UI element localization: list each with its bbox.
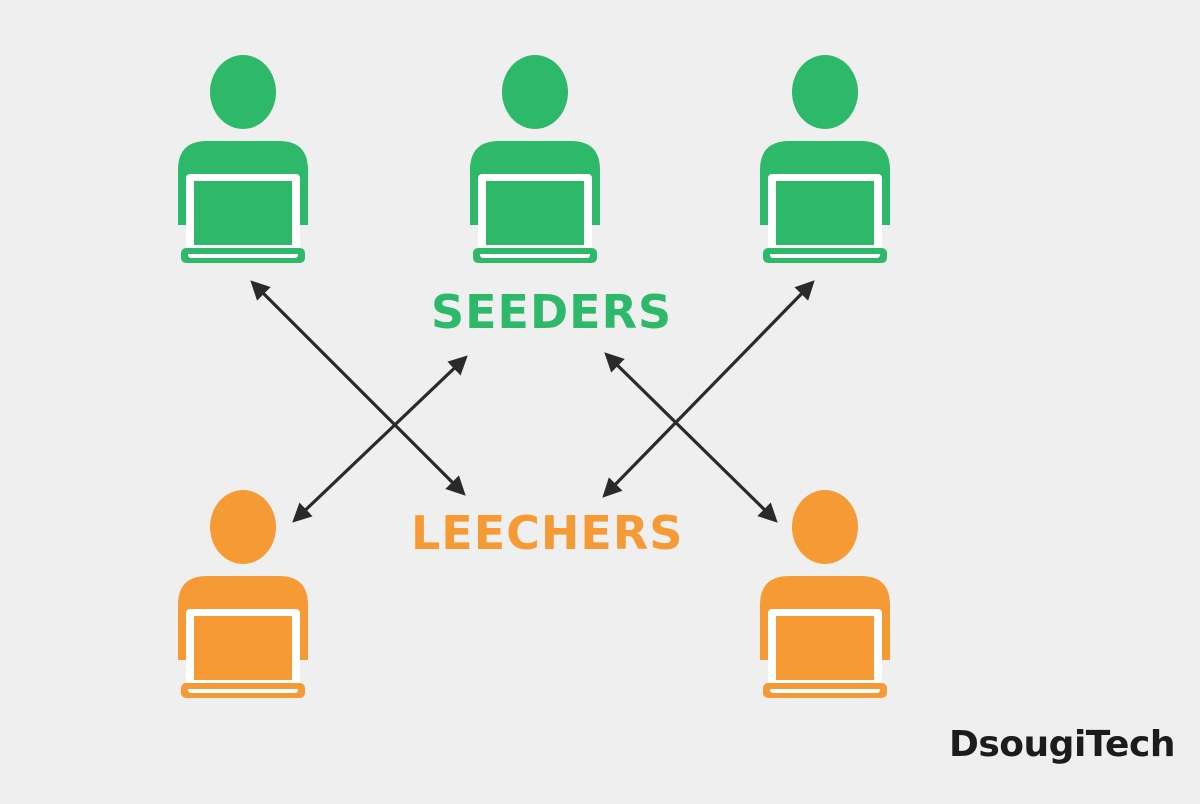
people-layer [178, 55, 890, 698]
laptop-hinge [770, 251, 880, 254]
person-head [210, 55, 276, 129]
laptop-hinge [188, 251, 298, 254]
brand-logo-text: DsougiTech [949, 724, 1175, 765]
connection-arrow [292, 355, 468, 523]
seeders-label: SEEDERS [431, 285, 673, 339]
person-head [792, 55, 858, 129]
seeder-person-icon [178, 55, 308, 263]
person-head [210, 490, 276, 564]
person-head [502, 55, 568, 129]
laptop-screen [776, 181, 874, 245]
seeder-person-icon [470, 55, 600, 263]
laptop-screen [776, 616, 874, 680]
leecher-person-icon [760, 490, 890, 698]
arrows-layer [250, 280, 815, 523]
laptop-screen [486, 181, 584, 245]
laptop-hinge [188, 686, 298, 689]
laptop-hinge [480, 251, 590, 254]
laptop-screen [194, 616, 292, 680]
laptop-screen [194, 181, 292, 245]
leecher-person-icon [178, 490, 308, 698]
leechers-label: LEECHERS [411, 506, 684, 560]
connection-arrow [604, 352, 778, 523]
person-head [792, 490, 858, 564]
seeder-person-icon [760, 55, 890, 263]
connection-arrow [602, 280, 815, 498]
laptop-hinge [770, 686, 880, 689]
